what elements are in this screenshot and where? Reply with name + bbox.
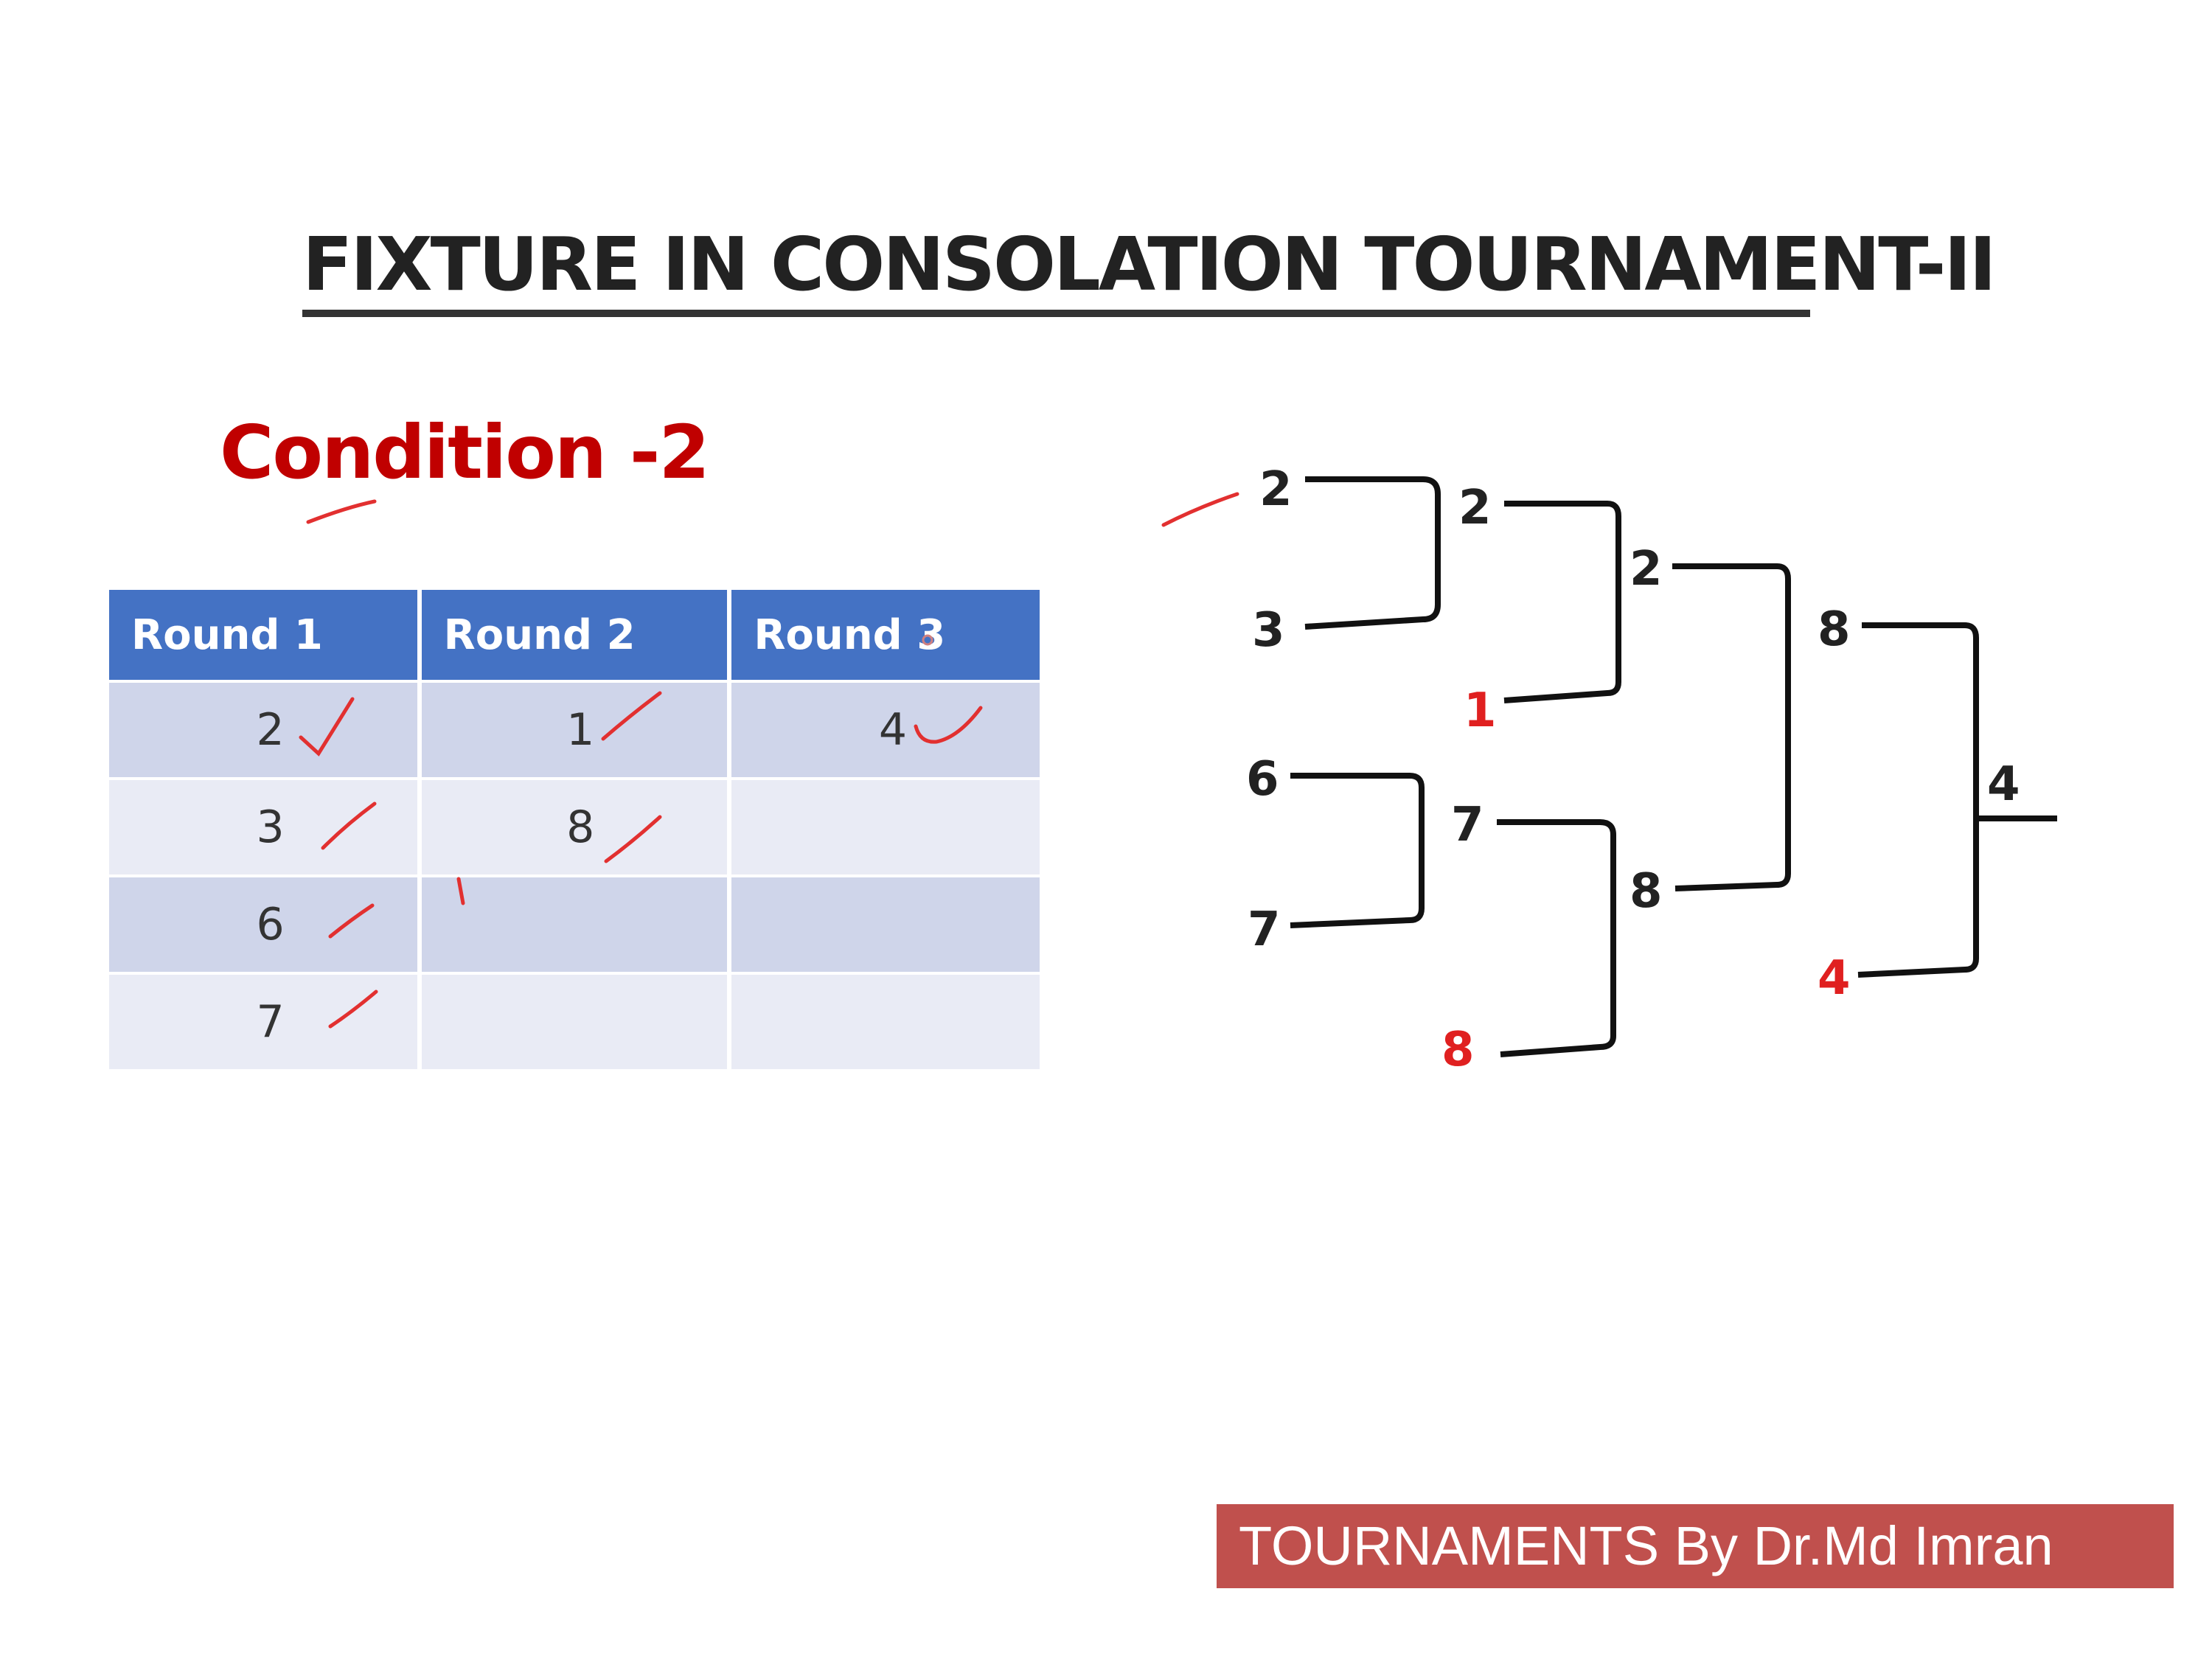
bracket-seed: 7 bbox=[1451, 798, 1484, 852]
bracket-seed: 3 bbox=[1252, 603, 1285, 658]
bracket-bye-seed: 4 bbox=[1818, 951, 1851, 1006]
footer-banner: TOURNAMENTS By Dr.Md Imran bbox=[1217, 1504, 2174, 1588]
check-mark-icon bbox=[321, 801, 377, 850]
check-mark-icon bbox=[328, 903, 375, 939]
table-row: 7 bbox=[109, 972, 1040, 1069]
bracket-seed: 6 bbox=[1246, 752, 1279, 807]
check-mark-icon bbox=[328, 990, 378, 1029]
check-mark-icon bbox=[299, 697, 355, 757]
bracket-seed: 8 bbox=[1818, 602, 1851, 657]
table-row: 2 1 4 bbox=[109, 680, 1040, 779]
table-cell bbox=[729, 972, 1040, 1069]
page-title: FIXTURE IN CONSOLATION TOURNAMENT-II bbox=[302, 221, 1997, 307]
table-row: 3 8 bbox=[109, 777, 1040, 876]
condition-heading: Condition -2 bbox=[220, 409, 710, 495]
table-cell: 4 bbox=[729, 680, 1040, 779]
header-round-2: Round 2 bbox=[419, 590, 732, 681]
bracket-seed: 2 bbox=[1630, 542, 1663, 597]
table-header-row: Round 1 Round 2 Round 3 bbox=[109, 590, 1040, 681]
underline-stroke-icon bbox=[306, 499, 377, 524]
table-cell: 6 bbox=[109, 874, 422, 973]
check-mark-icon bbox=[604, 815, 662, 863]
bracket-line bbox=[1304, 476, 1441, 630]
table-cell: 1 bbox=[419, 680, 732, 779]
bracket-bye-seed: 8 bbox=[1441, 1023, 1475, 1077]
bracket-bye-seed: 1 bbox=[1464, 684, 1497, 738]
table-cell bbox=[729, 874, 1040, 973]
bracket-seed: 2 bbox=[1259, 462, 1293, 517]
table-cell bbox=[419, 874, 732, 973]
table-cell: 3 bbox=[109, 777, 422, 876]
dot-icon bbox=[922, 634, 933, 646]
bracket-line bbox=[1503, 501, 1621, 703]
table-cell: 2 bbox=[109, 680, 422, 779]
check-mark-icon bbox=[601, 691, 662, 741]
table-cell bbox=[419, 972, 732, 1069]
table-cell: 7 bbox=[109, 972, 422, 1069]
tick-stroke-icon bbox=[456, 877, 465, 905]
bracket-line bbox=[1672, 563, 1791, 891]
underline-stroke-icon bbox=[1161, 492, 1239, 527]
table-row: 6 bbox=[109, 874, 1040, 973]
header-round-1: Round 1 bbox=[109, 590, 422, 681]
table-cell: 8 bbox=[419, 777, 732, 876]
rounds-table: Round 1 Round 2 Round 3 2 1 4 3 8 6 7 bbox=[109, 590, 1040, 1069]
bracket-seed: 2 bbox=[1458, 481, 1492, 535]
bracket-line bbox=[1497, 819, 1616, 1057]
header-round-3: Round 3 bbox=[729, 590, 1040, 681]
bracket-winner: 4 bbox=[1987, 757, 2020, 812]
check-mark-icon bbox=[914, 706, 983, 744]
title-underline bbox=[302, 310, 1810, 317]
table-cell bbox=[729, 777, 1040, 876]
bracket-line bbox=[1857, 622, 1979, 978]
bracket-seed: 7 bbox=[1248, 902, 1281, 957]
bracket-seed: 8 bbox=[1630, 864, 1663, 919]
bracket-line bbox=[1290, 773, 1425, 928]
